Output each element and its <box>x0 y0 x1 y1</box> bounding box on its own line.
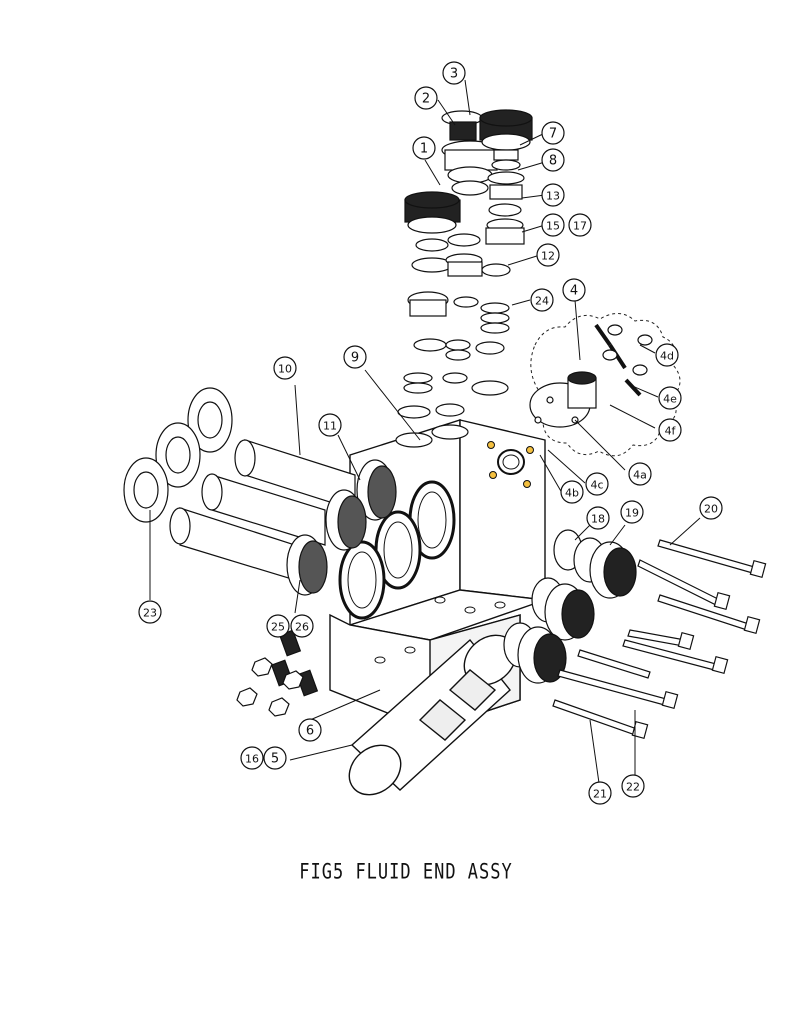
figure-caption: FIG5 FLUID END ASSY <box>299 859 513 885</box>
callout-16: 16 <box>240 746 264 770</box>
valve-stack <box>395 109 533 448</box>
callout-label: 24 <box>535 295 549 308</box>
callout-label: 4 <box>570 284 578 299</box>
callout-label: 23 <box>143 607 157 620</box>
callout-11: 11 <box>318 413 342 437</box>
callout-label: 18 <box>591 513 605 526</box>
callout-label: 16 <box>245 753 259 766</box>
callout-label: 8 <box>549 154 557 169</box>
callout-23: 23 <box>138 600 162 624</box>
callout-label: 21 <box>593 788 607 801</box>
leader-lines <box>149 79 701 791</box>
callout-label: 9 <box>351 351 359 366</box>
lower-studs-and-nuts <box>236 629 319 717</box>
callout-label: 11 <box>323 420 337 433</box>
callout-18: 18 <box>586 506 610 530</box>
callout-9: 9 <box>343 345 367 369</box>
callout-label: 15 <box>546 220 560 233</box>
callout-4c: 4c <box>585 472 609 496</box>
callout-label: 17 <box>573 220 587 233</box>
callout-7: 7 <box>541 121 565 145</box>
callout-6: 6 <box>298 718 322 742</box>
packing-assemblies <box>286 459 397 596</box>
side-face-plug <box>487 441 534 488</box>
callout-label: 4b <box>565 487 579 500</box>
callout-label: 4c <box>590 479 603 492</box>
callout-label: 4a <box>633 469 647 482</box>
callout-4a: 4a <box>628 462 652 486</box>
item-4-detail-cloud <box>530 313 681 457</box>
callout-5: 5 <box>263 746 287 770</box>
callout-label: 26 <box>295 621 309 634</box>
callout-8: 8 <box>541 148 565 172</box>
callout-label: 4d <box>660 350 674 363</box>
callout-25: 25 <box>266 614 290 638</box>
callout-label: 10 <box>278 363 292 376</box>
callout-label: 1 <box>420 142 428 157</box>
callout-4f: 4f <box>658 418 682 442</box>
callout-3: 3 <box>442 61 466 85</box>
callout-4e: 4e <box>658 386 682 410</box>
callout-label: 20 <box>704 503 718 516</box>
callout-label: 4f <box>665 425 677 438</box>
callout-17: 17 <box>568 213 592 237</box>
callout-label: 4e <box>663 393 677 406</box>
callout-2: 2 <box>414 86 438 110</box>
tie-bolts <box>552 539 767 740</box>
callout-24: 24 <box>530 288 554 312</box>
callout-20: 20 <box>699 496 723 520</box>
block-ports <box>338 480 456 620</box>
callout-4b: 4b <box>560 480 584 504</box>
callout-21: 21 <box>588 781 612 805</box>
callout-label: 3 <box>450 67 458 82</box>
callout-12: 12 <box>536 243 560 267</box>
callout-label: 22 <box>626 781 640 794</box>
callout-label: 2 <box>422 92 430 107</box>
callout-26: 26 <box>290 614 314 638</box>
callout-1: 1 <box>412 136 436 160</box>
suction-covers <box>503 529 637 684</box>
callout-label: 19 <box>625 507 639 520</box>
callout-label: 12 <box>541 250 555 263</box>
suction-manifold <box>348 634 517 796</box>
callout-label: 6 <box>306 724 314 739</box>
callout-4d: 4d <box>655 343 679 367</box>
callout-22: 22 <box>621 774 645 798</box>
callout-label: 7 <box>549 127 557 142</box>
callout-label: 25 <box>271 621 285 634</box>
callout-10: 10 <box>273 356 297 380</box>
discharge-flange-assembly <box>529 323 653 428</box>
plungers <box>169 439 356 581</box>
callout-15: 15 <box>541 213 565 237</box>
callout-13: 13 <box>541 183 565 207</box>
callout-label: 5 <box>271 752 279 767</box>
flange-plates <box>123 387 233 523</box>
callout-label: 13 <box>546 190 560 203</box>
block-top-holes <box>374 596 506 664</box>
callout-4: 4 <box>562 278 586 302</box>
callout-19: 19 <box>620 500 644 524</box>
